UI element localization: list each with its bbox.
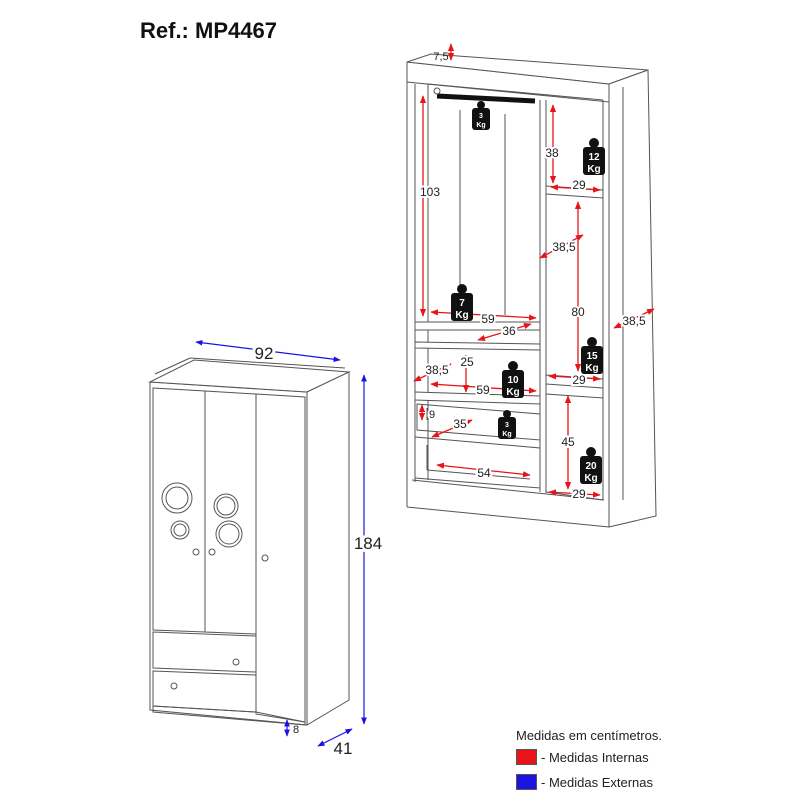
depth-label: 41 [334, 739, 353, 758]
base-label: 8 [293, 724, 299, 736]
external-swatch [516, 774, 537, 790]
svg-text:7: 7 [459, 298, 465, 309]
svg-text:Kg: Kg [502, 431, 511, 438]
reference-title: Ref.: MP4467 [140, 18, 277, 43]
dim-hang-width: 59 [481, 312, 495, 326]
weight-rod-icon: 3 Kg [472, 101, 490, 130]
svg-text:12: 12 [588, 152, 600, 163]
weight-shelf-top-right-icon: 12 Kg [583, 138, 605, 175]
weight-right-mid-icon: 15 Kg [581, 337, 603, 374]
dim-top: 7,5 [433, 51, 448, 63]
rod-end-icon [433, 87, 441, 95]
closed-wardrobe [148, 357, 351, 726]
weight-right-bottom-icon: 20 Kg [580, 447, 602, 484]
svg-text:3: 3 [505, 422, 509, 429]
dim-shelf-depth: 36 [502, 324, 516, 338]
svg-text:Kg: Kg [587, 164, 600, 175]
internal-swatch [516, 749, 537, 765]
hanging-rod [436, 93, 536, 104]
svg-text:3: 3 [479, 113, 483, 120]
weight-niche-icon: 10 Kg [502, 361, 524, 398]
dim-lower-right-height: 45 [561, 435, 575, 449]
svg-text:Kg: Kg [584, 473, 597, 484]
dim-niche-depth: 38,5 [425, 363, 449, 377]
dim-shelf-width-r1: 29 [572, 178, 586, 192]
svg-text:Kg: Kg [455, 310, 468, 321]
internal-dim-labels: 7,5 103 38 29 38,5 80 38,5 59 36 25 38,5… [418, 51, 648, 503]
dim-niche-height: 25 [460, 355, 474, 369]
legend-external-label: - Medidas Externas [541, 774, 653, 790]
dim-drawer-width: 54 [477, 466, 491, 480]
svg-text:Kg: Kg [476, 122, 485, 129]
legend-heading: Medidas em centímetros. [516, 728, 662, 743]
dim-right-col-height: 80 [571, 305, 585, 319]
svg-text:Kg: Kg [506, 387, 519, 398]
dim-hang-height: 103 [420, 185, 440, 199]
open-wardrobe [406, 53, 657, 528]
height-label: 184 [354, 534, 382, 553]
legend-external-row: - Medidas Externas [516, 771, 662, 793]
dim-drawer-height: 9 [429, 409, 435, 421]
legend-internal-label: - Medidas Internas [541, 749, 649, 765]
weight-drawer-icon: 3 Kg [498, 410, 516, 439]
internal-dims [413, 43, 655, 498]
dim-shelf-width-r2: 29 [572, 373, 586, 387]
legend: Medidas em centímetros. - Medidas Intern… [516, 728, 662, 793]
dim-depth-mid: 38,5 [552, 240, 576, 254]
dim-drawer-depth: 35 [453, 417, 467, 431]
external-dims [195, 339, 367, 747]
dim-side-depth: 38,5 [622, 314, 646, 328]
weight-hang-floor-icon: 7 Kg [451, 284, 473, 321]
svg-text:10: 10 [507, 375, 519, 386]
svg-text:Kg: Kg [585, 363, 598, 374]
svg-text:15: 15 [586, 351, 598, 362]
dim-top-shelf-gap: 38 [545, 146, 559, 160]
width-label: 92 [255, 344, 274, 363]
dim-shelf-width-r3: 29 [572, 487, 586, 501]
legend-internal-row: - Medidas Internas [516, 746, 662, 768]
svg-text:20: 20 [585, 461, 597, 472]
dim-niche-width: 59 [476, 383, 490, 397]
